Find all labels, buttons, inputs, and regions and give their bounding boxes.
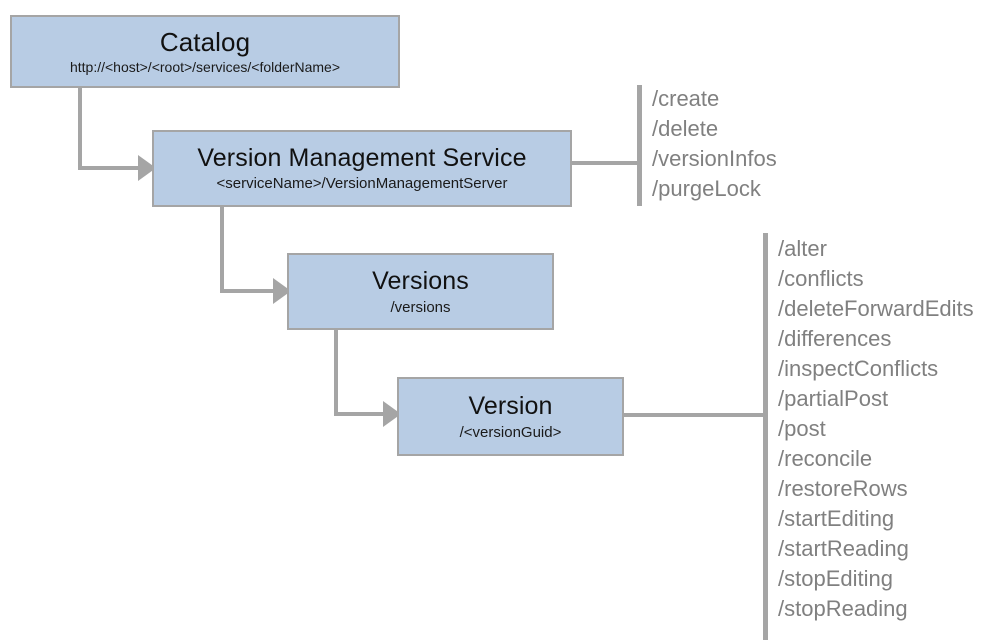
connector-versions-to-version-vertical — [334, 330, 338, 416]
node-version-subtitle: /<versionGuid> — [459, 423, 562, 441]
operation-item: /create — [652, 86, 720, 111]
arrowhead-service-to-versions-icon — [273, 278, 291, 304]
operation-item: /alter — [778, 236, 827, 261]
node-version-title: Version — [468, 391, 553, 420]
connector-service-to-versions-vertical — [220, 207, 224, 293]
node-versions-title: Versions — [372, 266, 469, 295]
connector-version-to-operations — [624, 413, 767, 417]
operations-bar-service — [637, 85, 642, 206]
operation-item: /restoreRows — [778, 476, 908, 501]
operation-item: /deleteForwardEdits — [778, 296, 974, 321]
operation-item: /startEditing — [778, 506, 895, 531]
operation-item: /differences — [778, 326, 892, 351]
connector-service-to-operations — [572, 161, 640, 165]
operation-item: /conflicts — [778, 266, 864, 291]
node-version-management-service-subtitle: <serviceName>/VersionManagementServer — [216, 175, 508, 192]
node-version: Version /<versionGuid> — [397, 377, 624, 456]
node-catalog-title: Catalog — [159, 26, 251, 57]
node-catalog: Catalog http://<host>/<root>/services/<f… — [10, 15, 400, 88]
connector-service-to-versions-horizontal — [220, 289, 282, 293]
operation-item: /delete — [652, 116, 719, 141]
operation-item: /versionInfos — [652, 146, 777, 171]
operation-item: /inspectConflicts — [778, 356, 939, 381]
node-version-management-service-title: Version Management Service — [197, 144, 527, 172]
connector-catalog-to-service-vertical — [78, 88, 82, 170]
node-version-management-service: Version Management Service <serviceName>… — [152, 130, 572, 207]
arrowhead-catalog-to-service-icon — [138, 155, 156, 181]
connector-versions-to-version-horizontal — [334, 412, 392, 416]
node-versions-subtitle: /versions — [390, 298, 451, 316]
operation-item: /stopEditing — [778, 566, 893, 591]
operation-item: /stopReading — [778, 596, 908, 621]
node-catalog-subtitle: http://<host>/<root>/services/<folderNam… — [69, 58, 341, 75]
operation-item: /startReading — [778, 536, 909, 561]
operation-item: /partialPost — [778, 386, 889, 411]
operation-item: /purgeLock — [652, 176, 761, 201]
node-versions: Versions /versions — [287, 253, 554, 330]
operation-item: /reconcile — [778, 446, 873, 471]
connector-catalog-to-service-horizontal — [78, 166, 146, 170]
operations-list-version: /alter /conflicts /deleteForwardEdits /d… — [778, 234, 974, 624]
operations-bar-version — [763, 233, 768, 640]
operations-list-service: /create /delete /versionInfos /purgeLock — [652, 84, 777, 204]
operation-item: /post — [778, 416, 826, 441]
arrowhead-versions-to-version-icon — [383, 401, 401, 427]
